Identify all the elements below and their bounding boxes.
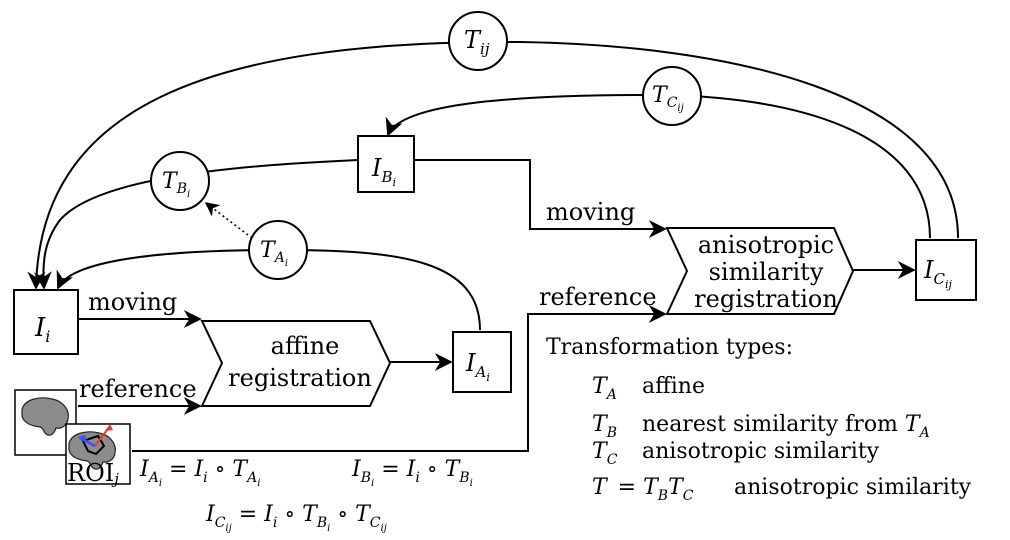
legend-item-t: T = TBTC anisotropic similarity	[592, 475, 972, 504]
edge-tij	[27, 40, 959, 290]
svg-text:IAi: IAi	[465, 349, 490, 384]
node-t-cij: TCij	[642, 66, 702, 126]
anisotropic-registration-label: registration	[694, 285, 838, 313]
similarity-label: similarity	[709, 258, 824, 286]
edge-moving-2	[414, 159, 667, 238]
svg-text:T = TBTC: T = TBTC	[592, 475, 694, 504]
legend-item-ta: TA affine	[592, 374, 705, 403]
svg-text:ICij = Ii ∘ TBi ∘ TCij: ICij = Ii ∘ TBi ∘ TCij	[205, 502, 387, 534]
svg-text:ROIj: ROIj	[67, 459, 119, 488]
roi-contour	[81, 434, 106, 456]
equation-2: IBi = Ii ∘ TBi	[351, 457, 473, 489]
node-i-bi: IBi	[357, 135, 415, 193]
affine-label: affine	[271, 332, 340, 360]
svg-text:affine: affine	[642, 374, 705, 399]
svg-text:ICij: ICij	[923, 256, 952, 291]
reference-label-2: reference	[539, 283, 657, 311]
node-i-ai: IAi	[452, 331, 512, 393]
node-t-ai: TAi	[248, 220, 308, 280]
roi-brain-shape-icon	[68, 431, 116, 470]
legend-item-tb: TB nearest similarity from TA	[592, 412, 930, 441]
svg-text:IBi = Ii ∘ TBi: IBi = Ii ∘ TBi	[351, 457, 473, 489]
svg-text:anisotropic similarity: anisotropic similarity	[734, 475, 972, 500]
anisotropic-registration-block: anisotropic similarity registration	[665, 227, 855, 315]
legend-item-tc: TC anisotropic similarity	[592, 439, 880, 468]
svg-text:TC: TC	[592, 439, 618, 468]
anisotropic-label: anisotropic	[698, 231, 834, 259]
roi-brain-image: ROIj	[65, 423, 131, 488]
equation-1: IAi = Ii ∘ TAi	[139, 457, 260, 489]
legend-title: Transformation types:	[546, 335, 793, 360]
legend: Transformation types: TA affine TB neare…	[546, 335, 972, 504]
edge-reference-2	[132, 305, 667, 452]
affine-registration-label: registration	[228, 364, 372, 392]
svg-text:anisotropic similarity: anisotropic similarity	[642, 439, 880, 464]
moving-label-1: moving	[88, 288, 177, 316]
affine-registration-block: affine registration	[200, 320, 392, 407]
svg-text:TAi: TAi	[260, 238, 288, 269]
equation-3: ICij = Ii ∘ TBi ∘ TCij	[205, 502, 387, 534]
svg-text:Tij: Tij	[464, 26, 490, 58]
reference-label-1: reference	[79, 375, 197, 403]
svg-text:IBi: IBi	[371, 154, 396, 189]
edge-tbi	[33, 159, 359, 290]
svg-text:nearest similarity from TA: nearest similarity from TA	[642, 412, 930, 441]
edge-dotted	[204, 202, 253, 239]
svg-text:TBi: TBi	[162, 169, 190, 200]
svg-text:TCij: TCij	[652, 83, 684, 114]
node-t-ij: Tij	[448, 11, 508, 71]
svg-text:TA: TA	[592, 374, 617, 403]
node-i-cij: ICij	[915, 239, 977, 301]
red-arrowhead-icon	[105, 424, 113, 431]
brain-shape-icon	[21, 397, 69, 436]
svg-text:Ii: Ii	[34, 313, 50, 346]
node-i-i: Ii	[13, 289, 79, 355]
svg-text:TB: TB	[592, 412, 617, 441]
svg-text:IAi = Ii ∘ TAi: IAi = Ii ∘ TAi	[139, 457, 260, 489]
edges	[27, 40, 959, 452]
node-t-bi: TBi	[150, 151, 210, 211]
blue-arrowhead-icon	[78, 435, 86, 442]
moving-label-2: moving	[546, 198, 635, 226]
